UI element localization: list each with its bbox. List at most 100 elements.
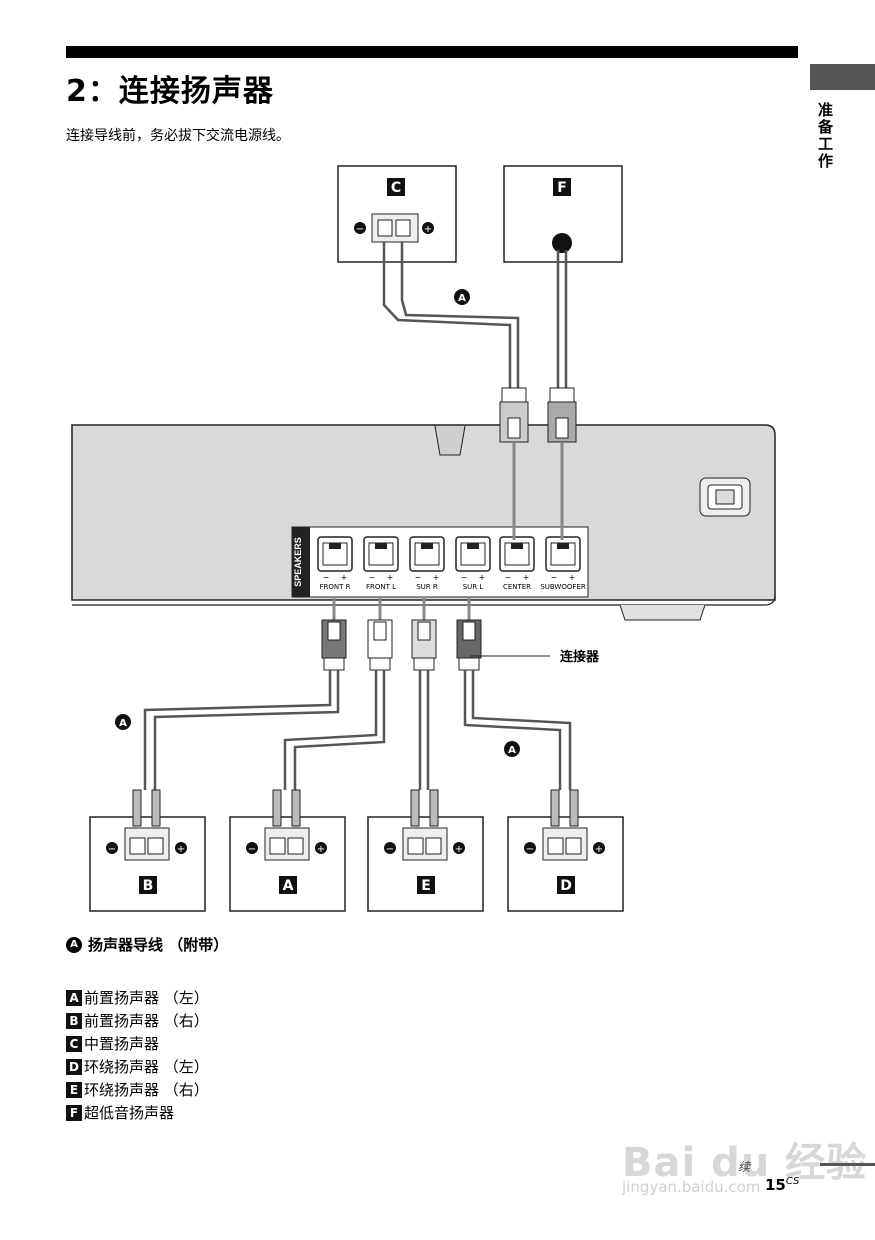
footer-rule: [820, 1163, 875, 1166]
legend-text: 超低音扬声器: [84, 1104, 175, 1122]
sur-l-cable-1: [463, 670, 562, 790]
legend-text: 环绕扬声器 （左）: [84, 1058, 209, 1076]
receiver-body: [71, 424, 776, 601]
front-r-cable-2: [153, 670, 340, 790]
speaker-box-e: − + E: [367, 789, 484, 912]
receiver-notch: [434, 425, 466, 456]
cable-badge-top: A: [454, 289, 470, 305]
cable-badge-left: A: [115, 714, 131, 730]
page-number: 15CS: [765, 1176, 800, 1194]
legend-text: 中置扬声器: [84, 1035, 160, 1053]
plus-icon: +: [455, 844, 463, 855]
speaker-box-f: F: [503, 165, 623, 263]
speaker-letter: E: [421, 878, 431, 894]
legend-letter: D: [66, 1058, 82, 1075]
section-tab: [810, 64, 875, 90]
speaker-letter: A: [283, 878, 294, 894]
jack-plus-label: +: [479, 573, 486, 582]
plug-0: [321, 597, 347, 671]
jack-center: −+CENTER: [499, 536, 535, 591]
svg-text:A: A: [119, 718, 127, 729]
intro-text: 连接导线前，务必拔下交流电源线。: [66, 128, 290, 144]
front-r-cable-1: [143, 670, 332, 790]
receiver-rear-edge: [72, 594, 776, 606]
subwoofer-cable: [556, 250, 568, 390]
panel-label: SPEAKERS: [293, 537, 303, 587]
legend-text: 环绕扬声器 （右）: [84, 1081, 209, 1099]
jack-minus-label: −: [461, 573, 468, 582]
plug-1: [367, 597, 393, 671]
minus-icon: −: [108, 844, 116, 855]
legend-letter: C: [66, 1035, 82, 1052]
jack-label: SUR R: [416, 583, 438, 591]
legend-letter: E: [66, 1081, 82, 1098]
jack-label: FRONT R: [319, 583, 350, 591]
jack-plus-label: +: [387, 573, 394, 582]
watermark-url: jingyan.baidu.com: [622, 1178, 761, 1196]
receiver-foot: [619, 604, 706, 621]
svg-text:F: F: [557, 180, 567, 196]
connector-callout: 连接器: [560, 649, 600, 665]
cable-badge-icon: A: [66, 936, 82, 953]
jack-minus-label: −: [505, 573, 512, 582]
speaker-box-a: − + A: [229, 789, 346, 912]
speaker-letter: D: [560, 878, 572, 894]
jack-plus-label: +: [569, 573, 576, 582]
jack-front-r: −+FRONT R: [317, 536, 353, 591]
svg-text:A: A: [508, 745, 516, 756]
plug-2: [411, 597, 437, 671]
page-title: 2：连接扬声器: [66, 74, 274, 109]
power-cord-clip-icon: [699, 477, 751, 517]
svg-text:+: +: [424, 224, 432, 235]
header-rule: [66, 46, 798, 58]
svg-text:−: −: [356, 224, 364, 235]
legend-letter: B: [66, 1012, 82, 1029]
jack-label: FRONT L: [366, 583, 396, 591]
center-plug: [499, 387, 529, 443]
legend-text: 前置扬声器 （右）: [84, 1012, 209, 1030]
plug-3: [456, 597, 482, 671]
speaker-box-b: − + B: [89, 789, 206, 912]
jack-subwoofer: − +SUBWOOFER: [540, 536, 586, 591]
sur-l-cable-2: [471, 670, 572, 790]
cable-badge-right: A: [504, 741, 520, 757]
jack-plus-label: +: [341, 573, 348, 582]
jack-label: SUR L: [463, 583, 484, 591]
plus-icon: +: [595, 844, 603, 855]
jack-minus-label: −: [551, 573, 558, 582]
legend-letter: F: [66, 1104, 82, 1121]
continue-mark: 续: [738, 1160, 751, 1174]
speaker-letter: B: [143, 878, 154, 894]
jack-sur-l: − +SUR L: [455, 536, 491, 591]
svg-text:A: A: [458, 293, 466, 304]
minus-icon: −: [526, 844, 534, 855]
plus-icon: +: [177, 844, 185, 855]
subwoofer-plug: [547, 387, 577, 443]
minus-icon: −: [248, 844, 256, 855]
jack-front-l: − +FRONT L: [363, 536, 399, 591]
plus-icon: +: [317, 844, 325, 855]
speaker-box-c: C − +: [337, 165, 457, 263]
jack-minus-label: −: [369, 573, 376, 582]
front-l-cable-1: [283, 670, 378, 790]
jack-minus-label: −: [415, 573, 422, 582]
center-cable: [382, 242, 520, 390]
cable-caption: A 扬声器导线 （附带）: [66, 934, 228, 955]
jack-sur-r: − +SUR R: [409, 536, 445, 591]
minus-icon: −: [386, 844, 394, 855]
jack-plus-label: +: [433, 573, 440, 582]
jack-label: SUBWOOFER: [540, 583, 586, 591]
legend-letter: A: [66, 989, 82, 1006]
front-l-cable-2: [293, 670, 386, 790]
jack-label: CENTER: [503, 583, 531, 591]
legend-text: 前置扬声器 （左）: [84, 989, 209, 1007]
speaker-box-d: − + D: [507, 789, 624, 912]
